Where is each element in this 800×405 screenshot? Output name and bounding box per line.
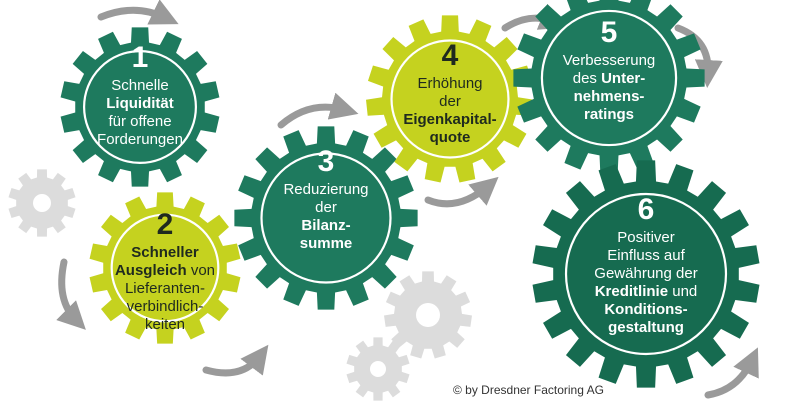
step-text: Erhöhung [417, 75, 483, 92]
gear-step-5 [513, 0, 705, 174]
step-text-line: ratings [531, 106, 687, 124]
flow-arrow [674, 24, 723, 88]
grey-gear-left [8, 169, 76, 237]
step-text-bold: nehmens- [573, 88, 645, 105]
step-text-bold: quote [429, 129, 471, 146]
step-text-line: Erhöhung [382, 75, 518, 93]
step-text-line: gestaltung [553, 319, 739, 337]
step-text: Forderungen [97, 131, 183, 148]
step-text-line: Positiver [553, 229, 739, 247]
flow-arrow [202, 344, 269, 377]
step-text: keiten [144, 316, 186, 333]
step-text: der [315, 199, 337, 216]
flow-arrow [424, 176, 499, 208]
step-text-line: Einfluss auf [553, 247, 739, 265]
step-text-line: der [382, 93, 518, 111]
step-text-line: Reduzierung [251, 181, 401, 199]
step-text: Positiver [617, 229, 675, 246]
step-text-line: des Unter- [531, 70, 687, 88]
grey-gear-bottom [346, 337, 410, 401]
gear-step-3 [234, 126, 418, 310]
step-text-line: Liquidität [75, 95, 205, 113]
step-text-bold: Ausgleich [114, 262, 187, 279]
step-text-bold: Kreditlinie [594, 283, 669, 300]
decorative-gears [8, 169, 472, 401]
grey-gear-center [384, 271, 472, 359]
step-text-line: quote [382, 129, 518, 147]
step-text: des [572, 70, 602, 87]
step-text: Lieferanten- [124, 280, 206, 297]
step-text-line: Verbesserung [531, 52, 687, 70]
step-text-line: Lieferanten- [103, 280, 227, 298]
step-text-line: der [251, 199, 401, 217]
step-text: von [186, 262, 216, 279]
step-text: der [439, 93, 461, 110]
step-text-bold: ratings [583, 106, 634, 123]
step-text-line: für offene [75, 113, 205, 131]
step-text-line: Gewährung der [553, 265, 739, 283]
flow-arrow [704, 347, 759, 399]
step-text-bold: summe [299, 235, 353, 252]
flow-arrow [277, 92, 359, 129]
gear-step-1 [60, 27, 220, 187]
step-text-line: summe [251, 235, 401, 253]
gear-step-6 [532, 160, 760, 388]
step-text-line: Konditions- [553, 301, 739, 319]
step-number: 2 [156, 208, 174, 241]
step-text-bold: Liquidität [106, 95, 174, 112]
step-text-line: Schnelle [75, 77, 205, 95]
step-text-line: verbindlich- [103, 298, 227, 316]
step-number: 5 [600, 16, 618, 49]
step-text-line: nehmens- [531, 88, 687, 106]
step-text-line: Forderungen [75, 131, 205, 149]
step-number: 6 [637, 193, 655, 226]
gear-step-4 [366, 15, 534, 183]
step-text-line: keiten [103, 316, 227, 334]
step-text: und [668, 283, 698, 300]
step-text-bold: Schneller [131, 244, 199, 261]
step-number: 4 [441, 39, 459, 72]
step-text: für offene [108, 113, 172, 130]
step-text: Gewährung der [594, 265, 698, 282]
step-number: 3 [317, 145, 335, 178]
step-text-bold: Unter- [601, 70, 646, 87]
gear-step-2 [89, 192, 241, 344]
flow-arrow [97, 0, 179, 25]
step-text-line: Bilanz- [251, 217, 401, 235]
copyright-notice: © by Dresdner Factoring AG [453, 383, 604, 397]
step-text-line: Eigenkapital- [382, 111, 518, 129]
process-gears [60, 0, 760, 388]
step-text: Verbesserung [562, 52, 656, 69]
step-text-bold: Bilanz- [301, 217, 351, 234]
step-text: Einfluss auf [607, 247, 685, 264]
step-text-line: Ausgleich von [103, 262, 227, 280]
step-text-bold: Eigenkapital- [403, 111, 497, 128]
step-number: 1 [131, 41, 149, 74]
step-text: Schnelle [111, 77, 169, 94]
step-text: Reduzierung [283, 181, 369, 198]
step-text-bold: gestaltung [608, 319, 684, 336]
flow-arrows [56, 0, 759, 399]
step-text-line: Schneller [103, 244, 227, 262]
flow-arrow [56, 258, 86, 330]
step-text-bold: Konditions- [604, 301, 688, 318]
step-text: verbindlich- [126, 298, 204, 315]
step-text-line: Kreditlinie und [553, 283, 739, 301]
